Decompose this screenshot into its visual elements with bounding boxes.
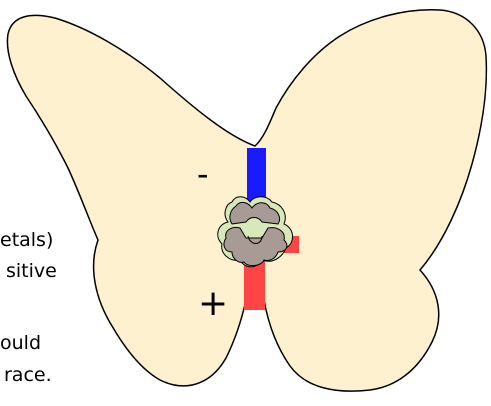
positive-sign-label: + xyxy=(198,286,228,322)
cropped-text-line-2: sitive xyxy=(6,262,57,281)
cropped-text-line-3: ould xyxy=(0,334,41,353)
negative-sign-label: - xyxy=(197,158,209,190)
cropped-text-line-4: race. xyxy=(4,366,52,385)
cropped-text-line-1: etals) xyxy=(0,231,53,250)
